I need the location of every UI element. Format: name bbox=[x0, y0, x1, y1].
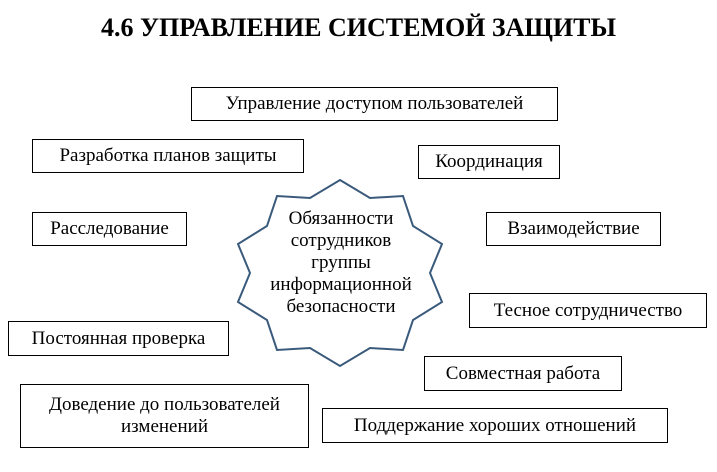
center-line-3: группы bbox=[311, 252, 371, 273]
box-notify-users: Доведение до пользователей изменений bbox=[20, 384, 309, 448]
box-interaction-label: Взаимодействие bbox=[507, 218, 640, 239]
center-line-4: информационной bbox=[270, 274, 412, 295]
box-notify-users-line-1: Доведение до пользователей bbox=[49, 394, 280, 415]
box-protection-plans-label: Разработка планов защиты bbox=[59, 145, 277, 166]
box-coordination-label: Координация bbox=[435, 151, 543, 172]
box-coordination: Координация bbox=[418, 145, 560, 179]
center-line-5: безопасности bbox=[286, 296, 396, 317]
box-access-management-label: Управление доступом пользователей bbox=[225, 93, 524, 114]
box-interaction: Взаимодействие bbox=[486, 212, 661, 246]
box-protection-plans: Разработка планов защиты bbox=[32, 139, 304, 173]
box-good-relations: Поддержание хороших отношений bbox=[322, 408, 668, 443]
box-joint-work: Совместная работа bbox=[424, 356, 622, 391]
box-close-cooperation: Тесное сотрудничество bbox=[469, 293, 707, 328]
center-line-1: Обязанности bbox=[288, 208, 394, 229]
box-access-management: Управление доступом пользователей bbox=[191, 87, 558, 121]
center-line-2: сотрудников bbox=[290, 230, 392, 251]
box-investigation-label: Расследование bbox=[50, 218, 169, 239]
box-close-cooperation-label: Тесное сотрудничество bbox=[493, 299, 683, 321]
box-notify-users-line-2: изменений bbox=[121, 416, 208, 437]
box-joint-work-label: Совместная работа bbox=[445, 362, 601, 384]
box-constant-check-label: Постоянная проверка bbox=[31, 327, 206, 349]
box-constant-check: Постоянная проверка bbox=[8, 321, 229, 356]
box-good-relations-label: Поддержание хороших отношений bbox=[353, 414, 637, 436]
box-investigation: Расследование bbox=[32, 212, 187, 246]
center-label: Обязанности сотрудников группы информаци… bbox=[248, 208, 434, 318]
page-title: 4.6 УПРАВЛЕНИЕ СИСТЕМОЙ ЗАЩИТЫ bbox=[100, 13, 617, 42]
